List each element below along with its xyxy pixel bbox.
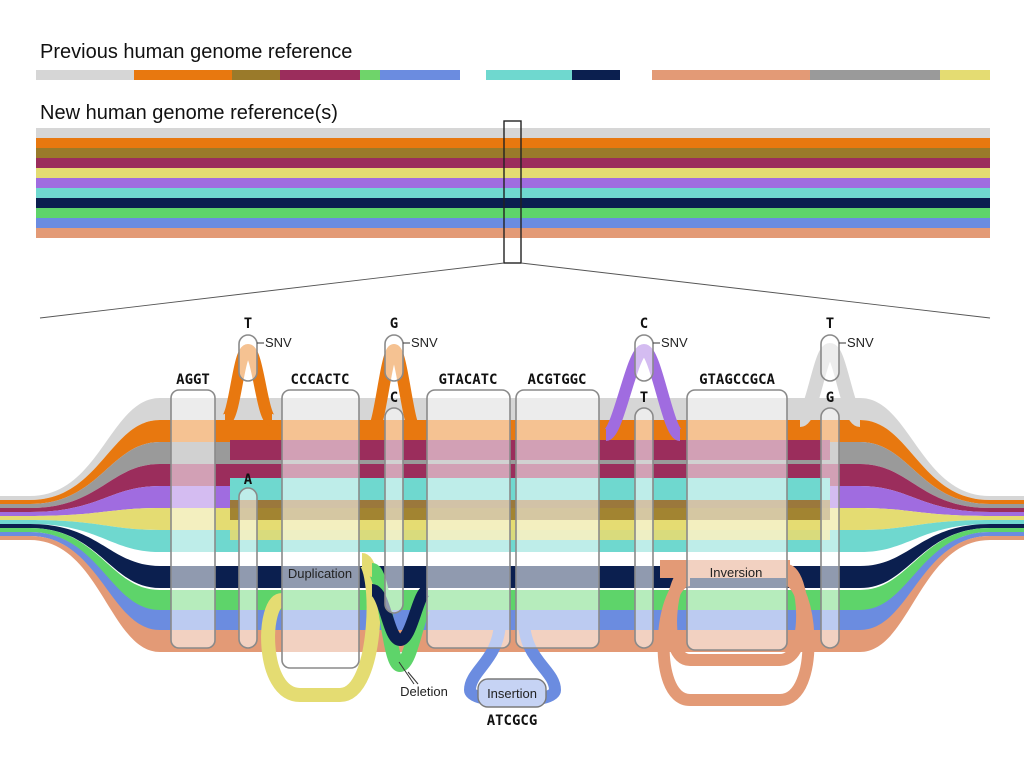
zoom-line-right xyxy=(520,262,991,319)
snv-label: SNV xyxy=(265,335,292,350)
previous-reference-segment xyxy=(280,70,360,80)
snv-top-base: T xyxy=(826,316,834,332)
deletion-label: Deletion xyxy=(400,684,448,699)
previous-reference-segment xyxy=(36,70,134,80)
haplotype-ribbon xyxy=(0,398,1024,500)
sequence-block-acgtggc xyxy=(515,389,600,649)
snv-bottom-base: A xyxy=(244,472,253,488)
snv-pill-bottom xyxy=(820,407,840,649)
snv-label: SNV xyxy=(847,335,874,350)
snv-bottom-base: G xyxy=(826,390,834,406)
new-reference-track xyxy=(36,168,990,178)
sequence-block-cccactc xyxy=(281,389,360,669)
sequence-label: CCCACTC xyxy=(290,372,349,388)
snv-label: SNV xyxy=(411,335,438,350)
sequence-blocks: AGGT CCCACTC GTACATC ACGTGGC GTAGCCGCA xyxy=(170,372,788,669)
previous-reference-segment xyxy=(620,70,652,80)
new-reference-track xyxy=(36,218,990,228)
snv-top-base: C xyxy=(640,316,648,332)
snv-top-base: T xyxy=(244,316,252,332)
insertion-label: Insertion xyxy=(487,686,537,701)
sequence-label: AGGT xyxy=(176,372,210,388)
previous-reference-segment xyxy=(360,70,380,80)
snv-pill-top xyxy=(634,334,654,382)
new-reference-track xyxy=(36,158,990,168)
previous-reference-segment xyxy=(134,70,232,80)
new-reference-track xyxy=(36,188,990,198)
sequence-block-gtagccgca xyxy=(686,389,788,651)
snv-pill-top xyxy=(384,334,404,382)
new-reference-heading: New human genome reference(s) xyxy=(40,102,338,124)
new-reference-tracks xyxy=(36,128,990,238)
new-reference-track xyxy=(36,148,990,158)
haplotype-ribbon xyxy=(0,532,1024,632)
snv-bottom-base: C xyxy=(390,390,398,406)
sequence-block-gtacatc xyxy=(426,389,511,649)
snv-pill-top xyxy=(820,334,840,382)
snv-pill-bottom xyxy=(634,407,654,649)
new-reference-track xyxy=(36,138,990,148)
deletion-leader xyxy=(398,661,415,685)
snv-pill-bottom xyxy=(384,407,404,614)
snv-pill-top xyxy=(238,334,258,382)
snv-pill-bottom xyxy=(238,487,258,649)
sequence-block-aggt xyxy=(170,389,216,649)
previous-reference-segment xyxy=(232,70,280,80)
snv-markers: T A SNV G C SNV C T SNV T G SNV xyxy=(238,316,874,649)
genome-graph-ribbons xyxy=(0,398,1024,652)
previous-reference-segment xyxy=(940,70,990,80)
duplication-label: Duplication xyxy=(288,566,352,581)
snv-bottom-base: T xyxy=(640,390,648,406)
insertion-sequence: ATCGCG xyxy=(487,713,538,729)
previous-reference-segment xyxy=(460,70,486,80)
new-reference-track xyxy=(36,178,990,188)
new-reference-track xyxy=(36,228,990,238)
deletion-path xyxy=(369,584,431,647)
previous-reference-segment xyxy=(810,70,940,80)
previous-reference-heading: Previous human genome reference xyxy=(40,41,352,63)
new-reference-track xyxy=(36,128,990,138)
previous-reference-bar xyxy=(36,70,990,80)
snv-top-base: G xyxy=(390,316,398,332)
zoom-window xyxy=(503,120,522,264)
deletion-leader xyxy=(407,671,419,685)
new-reference-track xyxy=(36,198,990,208)
insertion-box xyxy=(477,678,547,708)
sequence-label: GTAGCCGCA xyxy=(699,372,775,388)
snv-label: SNV xyxy=(661,335,688,350)
previous-reference-segment xyxy=(652,70,810,80)
new-reference-track xyxy=(36,208,990,218)
inversion-loop xyxy=(657,574,815,706)
variant-loops xyxy=(221,342,864,708)
zoom-line-left xyxy=(39,262,505,319)
inversion-label: Inversion xyxy=(710,565,763,580)
sequence-label: GTACATC xyxy=(438,372,497,388)
previous-reference-segment xyxy=(486,70,572,80)
previous-reference-segment xyxy=(380,70,460,80)
previous-reference-segment xyxy=(572,70,620,80)
sequence-label: ACGTGGC xyxy=(527,372,586,388)
